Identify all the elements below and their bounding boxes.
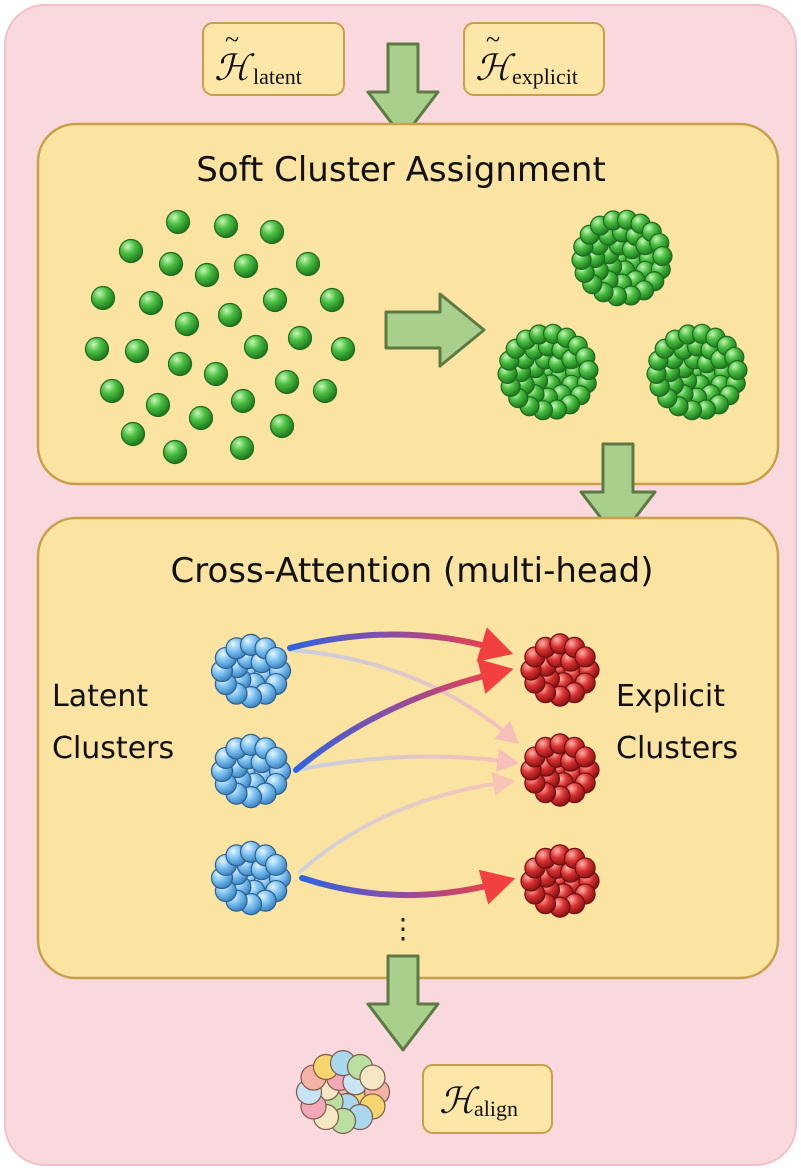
green-point <box>84 336 110 362</box>
explicit-cluster-ball <box>574 857 596 879</box>
output-subscript: align <box>474 1096 518 1121</box>
green-point <box>124 338 150 364</box>
soft-cluster-title: Soft Cluster Assignment <box>196 150 606 190</box>
explicit-clusters-label-line1: Explicit <box>616 679 725 714</box>
green-clusters <box>497 209 748 421</box>
attention-strong-link <box>293 658 514 773</box>
attention-links <box>287 627 520 905</box>
scattered-points <box>84 209 356 465</box>
green-point <box>188 405 214 431</box>
green-point <box>274 369 300 395</box>
green-point <box>120 421 146 447</box>
arrow-clustering-to-attention <box>579 442 657 542</box>
explicit-cluster <box>520 633 600 707</box>
arrow-to-clusters <box>384 292 486 368</box>
green-point <box>162 439 188 465</box>
explicit-cluster-ball <box>574 646 596 668</box>
green-point <box>330 336 356 362</box>
green-point <box>295 251 321 277</box>
explicit-cluster <box>520 733 600 807</box>
attention-faint-link <box>288 648 520 744</box>
input-explicit-symbol: ℋ <box>475 48 516 88</box>
latent-cluster <box>210 840 292 916</box>
green-cluster-ball <box>727 360 748 381</box>
green-point <box>233 253 259 279</box>
latent-cluster-ball <box>265 646 288 670</box>
green-point <box>165 209 191 235</box>
green-point <box>158 251 184 277</box>
input-explicit-subscript: explicit <box>512 64 578 89</box>
explicit-clusters-label-line2: Clusters <box>616 731 738 766</box>
aligned-output-cluster <box>295 1049 391 1135</box>
input-tag-explicit: ~ ℋ explicit <box>463 22 605 96</box>
green-cluster <box>646 323 748 421</box>
green-cluster-ball <box>578 360 599 381</box>
green-point <box>90 285 116 311</box>
input-explicit-tilde: ~ <box>486 25 500 54</box>
latent-cluster <box>210 633 292 709</box>
attention-faint-link <box>294 748 520 773</box>
green-point <box>243 334 269 360</box>
green-point <box>312 378 338 404</box>
green-point <box>287 325 313 351</box>
green-cluster <box>497 323 599 421</box>
latent-clusters-label-line1: Latent <box>52 679 148 714</box>
explicit-cluster-ball <box>574 746 596 768</box>
green-point <box>269 413 295 439</box>
green-point <box>319 287 345 313</box>
more-clusters-ellipsis: ⋮ <box>389 912 417 945</box>
arrow-inputs-to-clustering <box>366 42 440 140</box>
input-latent-tilde: ~ <box>225 25 239 54</box>
latent-clusters-label-line2: Clusters <box>52 731 174 766</box>
cross-attention-title: Cross-Attention (multi-head) <box>170 551 653 591</box>
arrow-attention-to-output <box>366 954 440 1052</box>
latent-cluster-ball <box>265 853 288 877</box>
input-tag-latent: ~ ℋ latent <box>202 22 345 96</box>
explicit-cluster <box>520 844 600 918</box>
green-point <box>174 311 200 337</box>
green-point <box>99 378 125 404</box>
attention-strong-link <box>287 627 514 662</box>
aligned-output-ball <box>359 1064 386 1091</box>
green-point <box>145 392 171 418</box>
green-point <box>194 262 220 288</box>
attention-strong-link <box>299 869 516 905</box>
green-point <box>262 287 288 313</box>
green-point <box>203 361 229 387</box>
input-latent-subscript: latent <box>253 64 302 89</box>
latent-clusters <box>210 633 292 916</box>
green-cluster-ball <box>652 246 673 267</box>
green-point <box>167 351 193 377</box>
attention-faint-link <box>298 771 516 874</box>
green-point <box>138 290 164 316</box>
green-point <box>118 238 144 264</box>
output-symbol: ℋ <box>439 1081 480 1121</box>
output-tag: ℋ align <box>422 1064 553 1134</box>
latent-cluster-ball <box>265 746 288 770</box>
green-point <box>259 219 285 245</box>
green-point <box>217 302 243 328</box>
soft-cluster-panel <box>36 122 780 486</box>
green-cluster <box>571 209 673 307</box>
explicit-clusters <box>520 633 600 918</box>
latent-cluster <box>210 733 292 809</box>
green-point <box>229 435 255 461</box>
green-point <box>230 388 256 414</box>
input-latent-symbol: ℋ <box>214 48 255 88</box>
green-point <box>213 213 239 239</box>
